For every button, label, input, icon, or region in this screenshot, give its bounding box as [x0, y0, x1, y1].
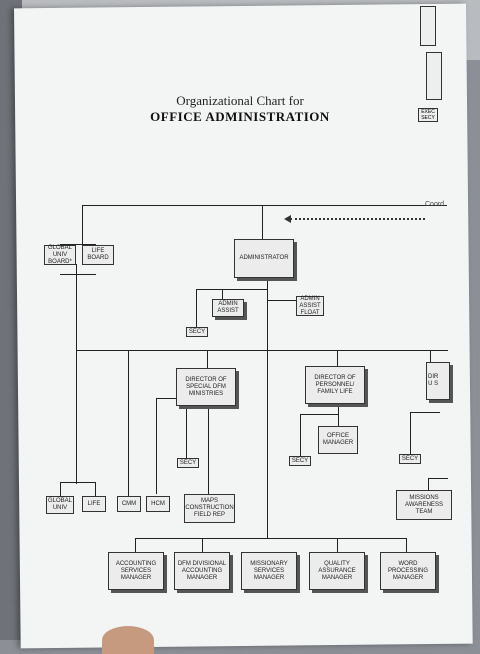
- line-hcm-branch: [156, 398, 176, 399]
- line-admin-spine: [267, 278, 268, 538]
- bottom-horizontal-line: [135, 538, 407, 539]
- mid-horizontal-line: [76, 350, 448, 351]
- line-admin-drop: [262, 205, 263, 239]
- line-float-branch: [268, 300, 298, 301]
- coord-dotted-arrow: [290, 218, 425, 220]
- thumb-shape: [102, 626, 154, 654]
- secy-admin-box: SECY: [186, 327, 208, 337]
- dfm-divisional-box: DFM DIVISIONAL ACCOUNTING MANAGER: [174, 552, 230, 590]
- director-personnel-box: DIRECTOR OF PERSONNEL/ FAMILY LIFE: [305, 366, 365, 404]
- line-left-spine: [76, 264, 77, 484]
- missionary-services-box: MISSIONARY SERVICES MANAGER: [241, 552, 297, 590]
- cmm-box: CMM: [117, 496, 141, 512]
- admin-assist-float-box: ADMIN ASSIST FLOAT: [296, 296, 324, 316]
- fragment-box-1: [420, 6, 436, 46]
- director-us-partial-box: DIR U S: [426, 362, 450, 400]
- admin-assist-box: ADMIN ASSIST: [212, 299, 244, 317]
- line-left-board-drop: [82, 205, 83, 245]
- line-missions-drop: [428, 478, 429, 490]
- missions-awareness-box: MISSIONS AWARENESS TEAM: [396, 490, 452, 520]
- line-word-drop: [406, 538, 407, 552]
- line-director-us-drop: [430, 350, 431, 362]
- line-missions-branch: [428, 478, 448, 479]
- line-secy-admin-drop: [196, 289, 197, 327]
- line-admin-assist-branch: [196, 289, 268, 290]
- global-univ-board-box: GLOBAL UNIV BOARD*: [44, 245, 76, 265]
- chart-title-line2: OFFICE ADMINISTRATION: [150, 109, 330, 124]
- life-box: LIFE: [82, 496, 106, 512]
- coord-label: Coord: [425, 201, 445, 208]
- line-us-branch: [410, 412, 440, 413]
- chart-title-line1: Organizational Chart for: [176, 93, 304, 108]
- line-cmm-drop: [128, 350, 129, 496]
- line-secy-us-drop: [410, 412, 411, 454]
- maps-construction-box: MAPS CONSTRUCTION FIELD REP: [184, 494, 235, 523]
- line-global-univ-drop: [60, 482, 61, 496]
- line-accounting-drop: [135, 538, 136, 552]
- secy-special-box: SECY: [177, 458, 199, 468]
- adjacent-page-fragment: EXEC SECY: [418, 0, 442, 130]
- word-processing-box: WORD PROCESSING MANAGER: [380, 552, 436, 590]
- line-director-personnel-drop: [337, 350, 338, 366]
- line-secy-special-drop: [186, 406, 187, 458]
- quality-assurance-box: QUALITY ASSURANCE MANAGER: [309, 552, 365, 590]
- line-office-manager-drop: [338, 404, 339, 426]
- hcm-box: HCM: [146, 496, 170, 512]
- line-hcm-drop: [156, 398, 157, 494]
- line-quality-drop: [337, 538, 338, 552]
- director-special-ministries-box: DIRECTOR OF SPECIAL DFM MINISTRIES: [176, 368, 236, 406]
- global-univ-box: GLOBAL UNIV: [46, 496, 74, 514]
- secy-personnel-box: SECY: [289, 456, 311, 466]
- line-dfm-drop: [202, 538, 203, 552]
- administrator-box: ADMINISTRATOR: [234, 239, 294, 278]
- fragment-box-2: [426, 52, 442, 100]
- line-global-life-branch: [60, 482, 96, 483]
- office-manager-box: OFFICE MANAGER: [318, 426, 358, 454]
- line-board-connector: [60, 244, 96, 245]
- secy-us-box: SECY: [399, 454, 421, 464]
- top-horizontal-line: [82, 205, 447, 206]
- line-director-special-drop: [207, 350, 208, 368]
- line-admin-assist-drop: [222, 289, 223, 299]
- line-life-drop: [95, 482, 96, 496]
- accounting-services-box: ACCOUNTING SERVICES MANAGER: [108, 552, 164, 590]
- coord-arrow-head: [284, 215, 291, 223]
- line-secy-personnel-drop: [300, 414, 301, 456]
- line-maps-drop: [208, 406, 209, 494]
- line-personnel-branch: [300, 414, 338, 415]
- exec-secy-box: EXEC SECY: [418, 108, 438, 122]
- line-board-bottom-connector: [60, 274, 96, 275]
- life-board-box: LIFE BOARD: [82, 245, 114, 265]
